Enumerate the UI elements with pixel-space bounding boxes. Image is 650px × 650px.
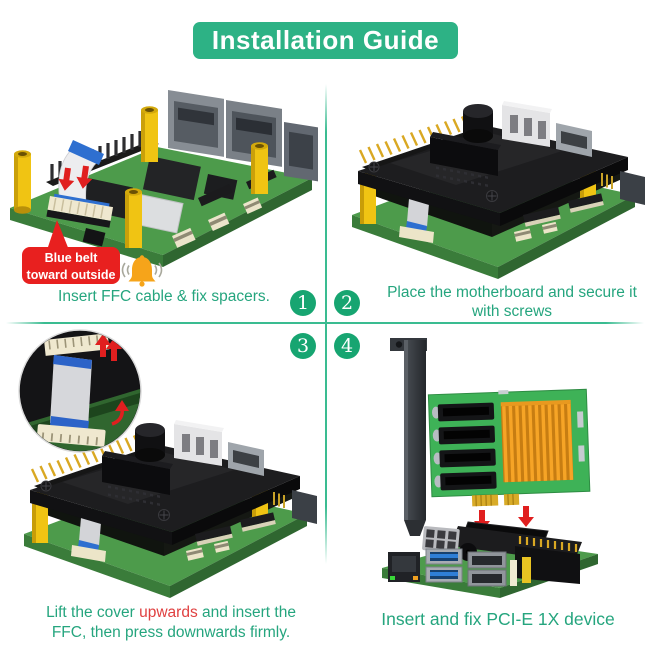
step-number-2: 2 bbox=[334, 290, 360, 316]
step3-caption-suffix: and insert the bbox=[197, 604, 296, 621]
callout-line1: Blue belt bbox=[44, 251, 98, 265]
panel-step3-illustration bbox=[18, 329, 319, 600]
curved-arrow-icon bbox=[111, 400, 129, 426]
pcie-card bbox=[427, 388, 591, 507]
step1-caption: Insert FFC cable & fix spacers. bbox=[58, 288, 270, 305]
pi-base-unit bbox=[382, 521, 598, 598]
ffc-detail-inset bbox=[18, 329, 142, 453]
heatsink bbox=[500, 399, 574, 483]
blue-belt-callout: Blue belt toward outside bbox=[22, 247, 120, 284]
step-4-label: 4 bbox=[340, 335, 354, 357]
step2-caption-line1: Place the motherboard and secure it bbox=[387, 284, 637, 301]
vertical-divider bbox=[325, 84, 327, 564]
step3-caption-line2: FFC, then press downwards firmly. bbox=[51, 623, 291, 641]
step3-caption-highlight: upwards bbox=[139, 604, 198, 621]
spacer-standoffs bbox=[14, 106, 268, 248]
step-number-3: 3 bbox=[290, 333, 316, 359]
step-number-4: 4 bbox=[334, 333, 360, 359]
panel-step2-illustration bbox=[350, 99, 647, 281]
step3-caption-prefix: Lift the cover bbox=[46, 604, 140, 621]
panel-step4-illustration bbox=[382, 338, 598, 598]
ffc-connector bbox=[46, 193, 114, 228]
step2-caption-line2: with screws bbox=[471, 303, 553, 320]
step-number-1: 1 bbox=[290, 290, 316, 316]
step3-caption-line1: Lift the cover upwards and insert the bbox=[24, 603, 318, 623]
panel-step1-illustration bbox=[10, 90, 318, 267]
usb2-ports bbox=[467, 551, 507, 587]
pci-bracket bbox=[390, 338, 427, 536]
ethernet-port bbox=[388, 552, 420, 582]
arrow-down-icon bbox=[58, 165, 93, 191]
step4-caption: Insert and fix PCI-E 1X device bbox=[381, 609, 615, 629]
usb3-ports bbox=[425, 548, 463, 583]
step-3-label: 3 bbox=[296, 335, 310, 357]
callout-pointer bbox=[47, 220, 69, 250]
page-title: Installation Guide bbox=[193, 22, 458, 59]
callout-line2: toward outside bbox=[26, 267, 116, 282]
step3-caption: Lift the cover upwards and insert the FF… bbox=[24, 603, 318, 642]
ffc-cable bbox=[58, 140, 104, 205]
step2-caption: Place the motherboard and secure it with… bbox=[378, 283, 646, 321]
bell-icon bbox=[121, 255, 163, 287]
horizontal-divider bbox=[6, 322, 644, 324]
step-2-label: 2 bbox=[340, 292, 354, 314]
card-connectors bbox=[431, 402, 497, 491]
step-1-label: 1 bbox=[296, 292, 310, 314]
pcie-edge-connector bbox=[471, 493, 520, 507]
